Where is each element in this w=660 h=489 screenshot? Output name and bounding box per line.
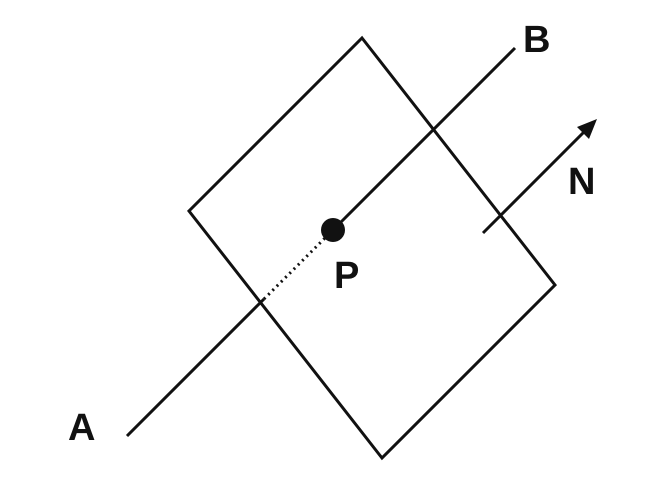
label-a: A — [68, 407, 95, 449]
normal-vector-line — [481, 126, 590, 235]
plane-square — [187, 35, 557, 461]
label-p: P — [334, 255, 359, 297]
line-a-segment — [125, 297, 266, 438]
label-n: N — [568, 161, 595, 203]
point-p — [321, 218, 345, 242]
label-b: B — [523, 19, 550, 61]
normal-vector-arrowhead — [577, 119, 597, 139]
line-hidden-segment — [262, 228, 335, 301]
line-b-segment — [331, 46, 517, 232]
